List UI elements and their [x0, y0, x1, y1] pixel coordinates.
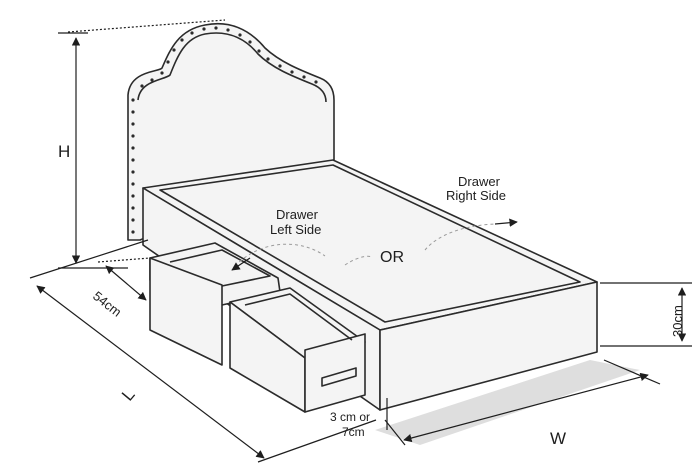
length-dimension	[29, 239, 377, 463]
drawer-handle	[321, 367, 357, 387]
right-drawer-path	[424, 223, 496, 251]
left-drawer-path	[234, 243, 326, 267]
drawer-right-label-2: Right Side	[446, 188, 506, 203]
drawer-depth-label: 54cm	[90, 288, 124, 319]
center-dash	[344, 255, 373, 266]
clearance-label-1: 3 cm or	[330, 410, 370, 424]
drawer-left-label-2: Left Side	[270, 222, 321, 237]
width-dimension	[384, 359, 661, 446]
right-drawer-arrow	[494, 218, 518, 227]
headboard-studs	[131, 26, 318, 234]
drawer-depth-dimension	[97, 257, 151, 301]
length-label: L	[118, 385, 139, 404]
base-height-label: 30cm	[670, 305, 685, 337]
width-label: W	[550, 429, 566, 448]
base-height-dimension	[600, 282, 692, 347]
drawer-left-label-1: Drawer	[276, 207, 319, 222]
clearance-label-2: 7cm	[342, 425, 365, 439]
drawer-right-label-1: Drawer	[458, 174, 501, 189]
or-label: OR	[380, 249, 404, 266]
left-drawer-arrow	[231, 257, 251, 271]
height-label: H	[58, 142, 70, 161]
